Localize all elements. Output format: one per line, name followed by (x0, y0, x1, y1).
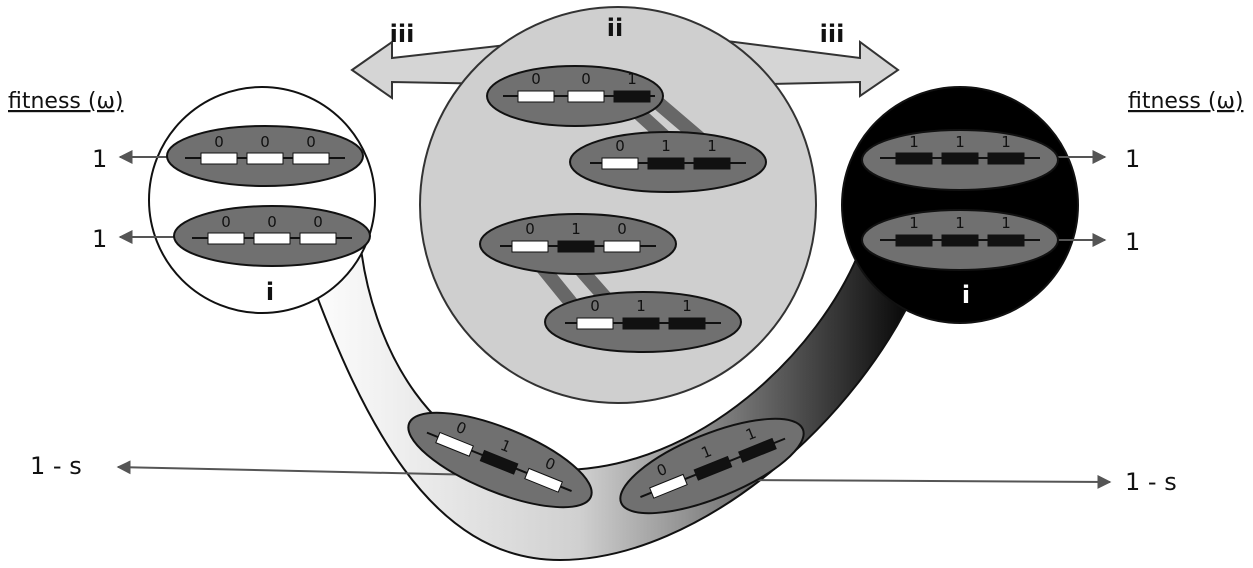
chromosome-center-4: 0 1 1 (544, 291, 742, 353)
allele-label: 0 (531, 70, 541, 88)
label-i-right: i (962, 281, 970, 309)
right-circle (841, 86, 1079, 324)
allele-label: 0 (313, 213, 323, 231)
allele-label: 0 (525, 220, 535, 238)
gene-box (246, 152, 284, 165)
allele-label: 0 (260, 133, 270, 151)
allele-label: 1 (661, 137, 671, 155)
fitness-value-left-top: 1 (92, 145, 107, 173)
chromosome-right-top: 1 1 1 (861, 129, 1059, 191)
gene-box (511, 240, 549, 253)
gene-box (693, 157, 731, 170)
allele-label: 1 (1001, 133, 1011, 151)
allele-label: 0 (221, 213, 231, 231)
chromosome-right-bottom: 1 1 1 (861, 209, 1059, 271)
left-circle (148, 86, 376, 314)
gene-box (941, 152, 979, 165)
allele-label: 1 (707, 137, 717, 155)
gene-box (668, 317, 706, 330)
gene-box (738, 437, 777, 463)
allele-label: 0 (590, 297, 600, 315)
chromosome-left-bottom: 0 0 0 (173, 205, 371, 267)
allele-label: 1 (1001, 214, 1011, 232)
allele-label: 0 (581, 70, 591, 88)
gene-box (649, 473, 688, 499)
chromosome-left-top: 0 0 0 (166, 125, 364, 187)
gene-box (603, 240, 641, 253)
chromosome-bottom-right: 0 1 1 (619, 417, 805, 515)
gene-box (299, 232, 337, 245)
gene-box (207, 232, 245, 245)
gene-box (613, 90, 651, 103)
gene-box (895, 234, 933, 247)
allele-label: 0 (214, 133, 224, 151)
fitness-title-right: fitness (ω) (1128, 89, 1243, 114)
gene-box (567, 90, 605, 103)
allele-label: 1 (909, 214, 919, 232)
gene-box (576, 317, 614, 330)
chromosome-bottom-left: 0 1 0 (407, 411, 593, 509)
fitness-value-left-hetero: 1 - s (30, 452, 82, 480)
chromosome-center-2: 0 1 1 (569, 131, 767, 193)
gene-box (517, 90, 555, 103)
gene-box (435, 431, 474, 457)
gene-box (987, 234, 1025, 247)
gene-box (557, 240, 595, 253)
gene-box (987, 152, 1025, 165)
chromosome-center-1: 0 0 1 (486, 65, 664, 127)
gene-box (941, 234, 979, 247)
allele-label: 0 (615, 137, 625, 155)
gene-box (200, 152, 238, 165)
allele-label: 1 (682, 297, 692, 315)
fitness-value-right-hetero: 1 - s (1125, 468, 1177, 496)
allele-label: 1 (909, 133, 919, 151)
fitness-value-left-bottom: 1 (92, 225, 107, 253)
allele-label: 0 (267, 213, 277, 231)
allele-label: 1 (955, 214, 965, 232)
label-i-left: i (266, 278, 274, 306)
allele-label: 1 (627, 70, 637, 88)
gene-box (895, 152, 933, 165)
allele-label: 0 (617, 220, 627, 238)
gene-box (479, 449, 519, 475)
label-iii-left: iii (390, 20, 415, 48)
gene-box (253, 232, 291, 245)
allele-label: 0 (306, 133, 316, 151)
fitness-title-left: fitness (ω) (8, 89, 123, 114)
gene-box (292, 152, 330, 165)
gene-box (622, 317, 660, 330)
gene-box (647, 157, 685, 170)
fitness-value-right-bottom: 1 (1125, 228, 1140, 256)
chromosome-center-3: 0 1 0 (479, 213, 677, 275)
allele-label: 1 (636, 297, 646, 315)
fitness-value-right-top: 1 (1125, 145, 1140, 173)
allele-label: 1 (571, 220, 581, 238)
gene-box (524, 467, 563, 493)
gene-box (601, 157, 639, 170)
gene-box (693, 455, 733, 481)
label-ii: ii (607, 14, 623, 42)
label-iii-right: iii (820, 20, 845, 48)
allele-label: 1 (955, 133, 965, 151)
